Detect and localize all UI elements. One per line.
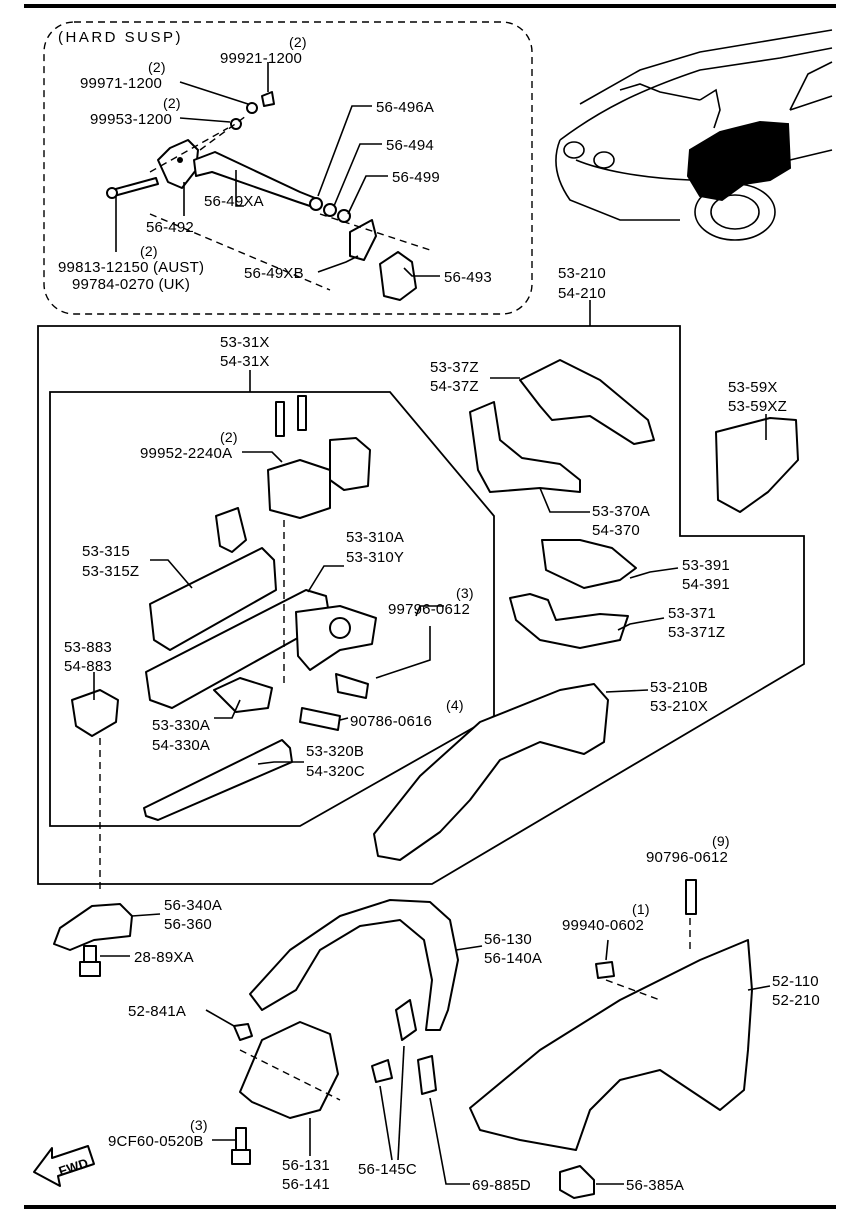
frame-rail-parts (71, 395, 377, 890)
qty-9CF60: (3) (190, 1117, 208, 1133)
code-99784: 99784-0270 (UK) (72, 276, 190, 293)
code-56-130: 56-130 (484, 931, 532, 948)
qty-99952: (2) (220, 429, 238, 445)
code-56-141: 56-141 (282, 1176, 330, 1193)
code-54-210: 54-210 (558, 285, 606, 302)
code-56-492: 56-492 (146, 219, 194, 236)
code-56-496A: 56-496A (376, 99, 434, 116)
code-56-49XB: 56-49XB (244, 265, 304, 282)
hard-susp-label: (HARD SUSP) (58, 29, 183, 46)
code-99952: 99952-2240A (140, 445, 232, 462)
code-56-385A: 56-385A (626, 1177, 684, 1194)
code-53-310Y: 53-310Y (346, 549, 404, 566)
hard-susp-group: (HARD SUSP) (43, 21, 533, 315)
code-56-493: 56-493 (444, 269, 492, 286)
code-28-89XA: 28-89XA (134, 949, 194, 966)
code-53-320B: 53-320B (306, 743, 364, 760)
code-99953: 99953-1200 (90, 111, 172, 128)
lower-parts: 56-340A 56-360 28-89XA 56-130 56-140A 56… (53, 833, 820, 1199)
code-9CF60: 9CF60-0520B (108, 1133, 204, 1150)
code-56-145C: 56-145C (358, 1161, 417, 1178)
strut-bar-parts (106, 91, 431, 301)
apron-parts (373, 359, 799, 861)
code-54-883: 54-883 (64, 658, 112, 675)
code-54-320C: 54-320C (306, 763, 365, 780)
code-53-315Z: 53-315Z (82, 563, 139, 580)
qty-99921: (2) (289, 34, 307, 50)
code-56-499: 56-499 (392, 169, 440, 186)
code-99813: 99813-12150 (AUST) (58, 259, 204, 276)
code-90796: 90796-0612 (646, 849, 728, 866)
code-99796: 99796-0612 (388, 601, 470, 618)
code-56-340A: 56-340A (164, 897, 222, 914)
code-99940: 99940-0602 (562, 917, 644, 934)
code-53-883: 53-883 (64, 639, 112, 656)
qty-99971: (2) (148, 59, 166, 75)
code-53-210X: 53-210X (650, 698, 708, 715)
qty-99796: (3) (456, 585, 474, 601)
code-69-885D: 69-885D (472, 1177, 531, 1194)
code-53-330A: 53-330A (152, 717, 210, 734)
code-54-37Z: 54-37Z (430, 378, 479, 395)
code-54-391: 54-391 (682, 576, 730, 593)
code-54-31X: 54-31X (220, 353, 270, 370)
code-53-59X: 53-59X (728, 379, 778, 396)
code-53-315: 53-315 (82, 543, 130, 560)
code-56-131: 56-131 (282, 1157, 330, 1174)
code-53-391: 53-391 (682, 557, 730, 574)
code-56-494: 56-494 (386, 137, 434, 154)
code-90786: 90786-0616 (350, 713, 432, 730)
code-54-370: 54-370 (592, 522, 640, 539)
code-56-140A: 56-140A (484, 950, 542, 967)
main-assembly-group: 53-210 54-210 53-31X 54-31X (37, 265, 805, 890)
fwd-direction-arrow: FWD (33, 1145, 95, 1187)
qty-99953: (2) (163, 95, 181, 111)
code-52-110: 52-110 (772, 973, 819, 990)
code-53-31X: 53-31X (220, 334, 270, 351)
code-53-371: 53-371 (668, 605, 716, 622)
code-54-330A: 54-330A (152, 737, 210, 754)
hard-susp-box (43, 21, 533, 315)
main-box (37, 325, 805, 885)
code-99971: 99971-1200 (80, 75, 162, 92)
code-53-210B: 53-210B (650, 679, 708, 696)
code-56-360: 56-360 (164, 916, 212, 933)
fender-highlight (686, 120, 792, 202)
code-99921: 99921-1200 (220, 50, 302, 67)
code-52-210: 52-210 (772, 992, 820, 1009)
code-53-59XZ: 53-59XZ (728, 398, 787, 415)
code-53-37Z: 53-37Z (430, 359, 479, 376)
car-locator (555, 29, 833, 241)
code-53-210: 53-210 (558, 265, 606, 282)
code-53-370A: 53-370A (592, 503, 650, 520)
qty-90796: (9) (712, 833, 730, 849)
code-53-371Z: 53-371Z (668, 624, 725, 641)
code-52-841A: 52-841A (128, 1003, 186, 1020)
code-56-49XA: 56-49XA (204, 193, 264, 210)
qty-99813: (2) (140, 243, 158, 259)
code-53-310A: 53-310A (346, 529, 404, 546)
qty-90786: (4) (446, 697, 464, 713)
qty-99940: (1) (632, 901, 650, 917)
